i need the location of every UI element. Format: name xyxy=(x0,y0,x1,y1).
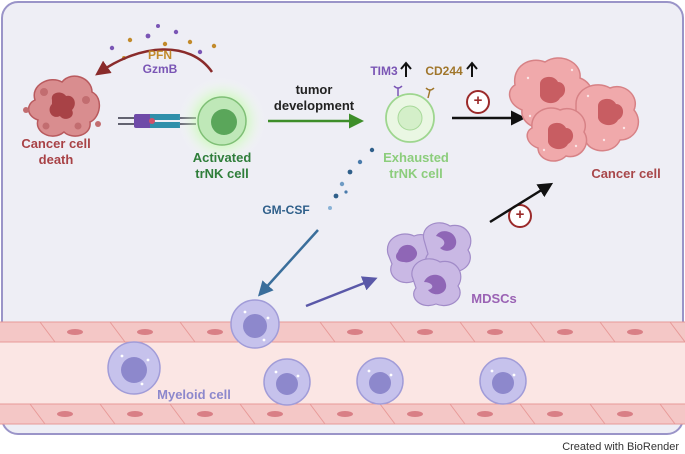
mdscs-label: MDSCs xyxy=(471,291,517,306)
activated-nk-label: Activated trNK cell xyxy=(192,150,252,181)
pfn-label: PFN xyxy=(148,48,172,62)
plus-symbol: + xyxy=(473,92,483,109)
cd244-receptor xyxy=(425,87,435,99)
gmcsf-label: GM-CSF xyxy=(262,203,310,217)
tim3-receptor xyxy=(393,85,403,96)
plus-symbol: + xyxy=(515,206,525,223)
gmcsf-to-myeloid-arrow xyxy=(257,229,319,297)
myeloid-to-mdsc-arrow xyxy=(305,276,378,308)
exhausted-nk-label: Exhausted trNK cell xyxy=(383,150,449,181)
myeloid-cell-icon xyxy=(107,341,161,395)
footer-credit: Created with BioRender xyxy=(562,441,679,453)
cancer-cell-death-label: Cancer cell death xyxy=(21,136,91,167)
diagram-canvas xyxy=(0,1,685,435)
tumor-development-label: tumor development xyxy=(273,82,355,113)
exhausted-nk-cell-icon xyxy=(385,85,435,143)
myeloid-cell-icon xyxy=(479,357,527,405)
granule-dots xyxy=(109,24,217,60)
tim3-label: TIM3 xyxy=(370,64,398,78)
plus-circle-icon xyxy=(466,90,490,114)
mdsc-to-cancer-arrow xyxy=(489,182,554,224)
myeloid-cell-icon xyxy=(263,358,311,406)
myeloid-cell-icon xyxy=(230,299,280,349)
blood-vessel-icon xyxy=(0,321,685,425)
cytotoxic-arrow xyxy=(95,48,214,76)
cancer-cell-icon xyxy=(508,57,640,162)
activated-nk-cell-icon xyxy=(178,77,266,165)
cancer-cell-label: Cancer cell xyxy=(591,166,661,181)
gzmb-label: GzmB xyxy=(142,62,178,76)
mdsc-icon xyxy=(386,222,472,307)
myeloid-cell-icon xyxy=(356,357,404,405)
up-arrow-icon xyxy=(400,61,478,77)
gmcsf-dots xyxy=(328,147,375,210)
cd244-label: CD244 xyxy=(425,64,463,78)
myeloid-cell-label: Myeloid cell xyxy=(157,387,231,402)
cancer-cell-death-icon xyxy=(23,75,101,137)
plus-circle-icon xyxy=(508,204,532,228)
